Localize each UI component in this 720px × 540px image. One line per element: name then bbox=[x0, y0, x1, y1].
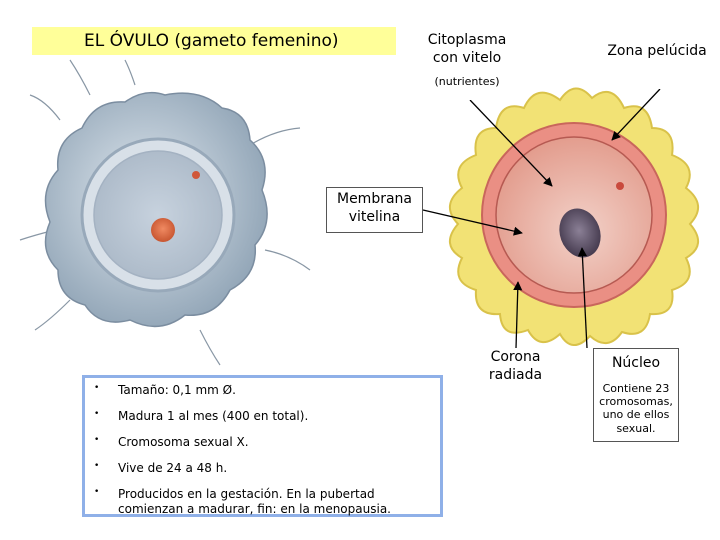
label-nucleo: Núcleo bbox=[611, 355, 661, 371]
label-zona-pelucida: Zona pelúcida bbox=[607, 41, 707, 89]
fact-item: Tamaño: 0,1 mm Ø. bbox=[85, 383, 440, 398]
arrow-membrana bbox=[422, 209, 523, 236]
fact-item: Vive de 24 a 48 h. bbox=[85, 461, 440, 476]
facts-list: Tamaño: 0,1 mm Ø. Madura 1 al mes (400 e… bbox=[82, 375, 443, 517]
arrow-corona bbox=[513, 281, 523, 349]
fact-item: Madura 1 al mes (400 en total). bbox=[85, 409, 440, 424]
fact-item: Producidos en la gestación. En la pubert… bbox=[85, 487, 440, 517]
left-ovum-illustration bbox=[19, 59, 311, 366]
label-citoplasma-sub: (nutrientes) bbox=[434, 75, 500, 88]
arrow-zona bbox=[611, 88, 661, 141]
nucleo-description: Contiene 23 cromosomas, uno de ellos sex… bbox=[599, 382, 673, 435]
polar-body bbox=[616, 182, 624, 190]
label-membrana-vitelina: Membrana vitelina bbox=[326, 187, 423, 233]
nucleus bbox=[559, 208, 601, 258]
nucleo-info-box: Núcleo Contiene 23 cromosomas, uno de el… bbox=[593, 348, 679, 442]
fact-item: Cromosoma sexual X. bbox=[85, 435, 440, 450]
label-citoplasma: Citoplasma con vitelo (nutrientes) bbox=[415, 28, 519, 100]
label-corona-radiada: Corona radiada bbox=[476, 348, 555, 390]
arrow-citoplasma bbox=[469, 99, 553, 187]
right-ovum-diagram bbox=[422, 87, 699, 349]
pointer-arrows bbox=[422, 88, 661, 349]
left-polar-body bbox=[192, 171, 200, 179]
left-nucleus bbox=[151, 218, 175, 242]
label-citoplasma-text: Citoplasma con vitelo bbox=[427, 32, 507, 66]
left-sperm-tails bbox=[19, 59, 311, 366]
arrow-nucleo bbox=[577, 247, 588, 349]
left-cytoplasm bbox=[93, 150, 223, 280]
page-title: EL ÓVULO (gameto femenino) bbox=[32, 27, 396, 55]
